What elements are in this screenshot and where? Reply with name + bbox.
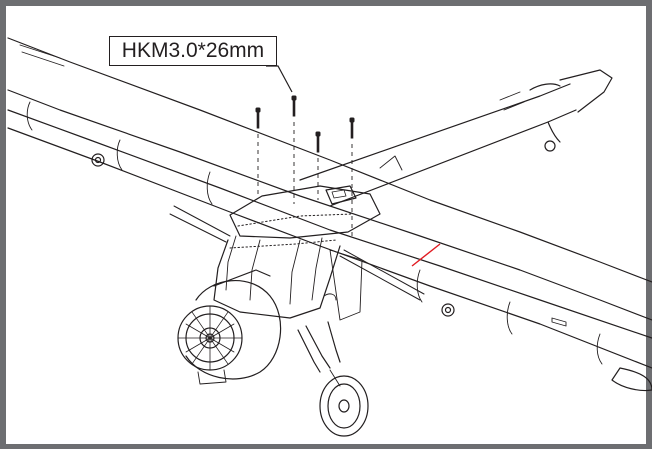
alignment-mark xyxy=(411,243,441,267)
landing-gear xyxy=(297,321,369,437)
screw-icon xyxy=(291,95,297,204)
wing-strut-right xyxy=(339,249,425,301)
callout-leader xyxy=(266,65,293,93)
wing-strut xyxy=(169,205,231,243)
screw-icon xyxy=(349,117,355,236)
engine-cowl xyxy=(177,269,282,385)
screw-icon xyxy=(255,107,261,196)
fuselage-tail xyxy=(299,69,613,207)
fuselage-cabin xyxy=(213,185,381,321)
main-wing xyxy=(7,37,652,392)
screw-spec-callout: HKM3.0*26mm xyxy=(109,36,277,66)
screw-icon xyxy=(315,131,321,200)
